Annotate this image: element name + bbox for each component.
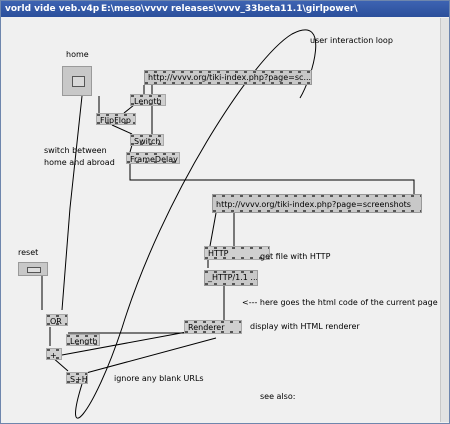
ignore-blank-label: ignore any blank URLs: [114, 374, 204, 383]
renderer-node[interactable]: Renderer: [184, 320, 242, 334]
home-label: home: [66, 50, 89, 59]
user-loop-label: user interaction loop: [310, 36, 393, 45]
or-node[interactable]: OR: [46, 314, 68, 326]
url-main-iobox[interactable]: http://vvvv.org/tiki-index.php?page=scre…: [212, 194, 422, 213]
wire-sh-renderer: [85, 337, 217, 374]
bang-icon: [72, 76, 85, 87]
wire-renderer-plus: [61, 330, 193, 356]
reset-label: reset: [18, 248, 39, 257]
window-title: vorld vide veb.v4p: [5, 4, 100, 14]
switch-between-label: switch between: [44, 146, 107, 155]
html-code-label: <--- here goes the html code of the curr…: [242, 298, 438, 307]
wire-switch-framedelay: [129, 144, 133, 153]
bang-icon: [27, 267, 41, 273]
window-path: E:\meso\vvvv releases\vvvv_33beta11.1\gi…: [101, 4, 358, 14]
wire-flipflop-switch: [111, 124, 133, 135]
http-out-iobox[interactable]: _HTTP/1.1 ...: [204, 270, 258, 286]
framedelay-node[interactable]: FrameDelay: [126, 152, 180, 164]
home-abroad-label: home and abroad: [44, 158, 115, 167]
wire-sh-loop: [75, 29, 317, 419]
flipflop-node[interactable]: FlipFlop: [96, 113, 136, 125]
wire-framedelay-urlmain: [129, 164, 415, 194]
wire-home-or: [61, 95, 83, 311]
wire-length-flipflop: [123, 104, 135, 114]
url-top-iobox[interactable]: http://vvvv.org/tiki-index.php?page=sc..…: [144, 70, 312, 85]
length-node-2[interactable]: Length: [66, 334, 100, 346]
sh-node[interactable]: S+H: [66, 372, 88, 384]
http-node[interactable]: HTTP: [204, 246, 270, 260]
home-button[interactable]: [62, 66, 92, 96]
reset-button[interactable]: [18, 262, 48, 276]
plus-node[interactable]: +: [46, 348, 62, 360]
length-node-1[interactable]: Length: [130, 94, 166, 106]
switch-node[interactable]: Switch: [130, 134, 164, 146]
wires-layer: [41, 29, 415, 419]
display-html-label: display with HTML renderer: [250, 322, 360, 331]
see-also-label: see also:: [260, 392, 296, 401]
wire-urlmain-http: [209, 212, 217, 247]
patch-canvas[interactable]: home user interaction loop http://vvvv.o…: [2, 18, 438, 420]
get-file-label: get file with HTTP: [260, 252, 331, 261]
vertical-scrollbar[interactable]: [440, 18, 449, 422]
title-bar[interactable]: vorld vide veb.v4p E:\meso\vvvv releases…: [1, 1, 449, 17]
